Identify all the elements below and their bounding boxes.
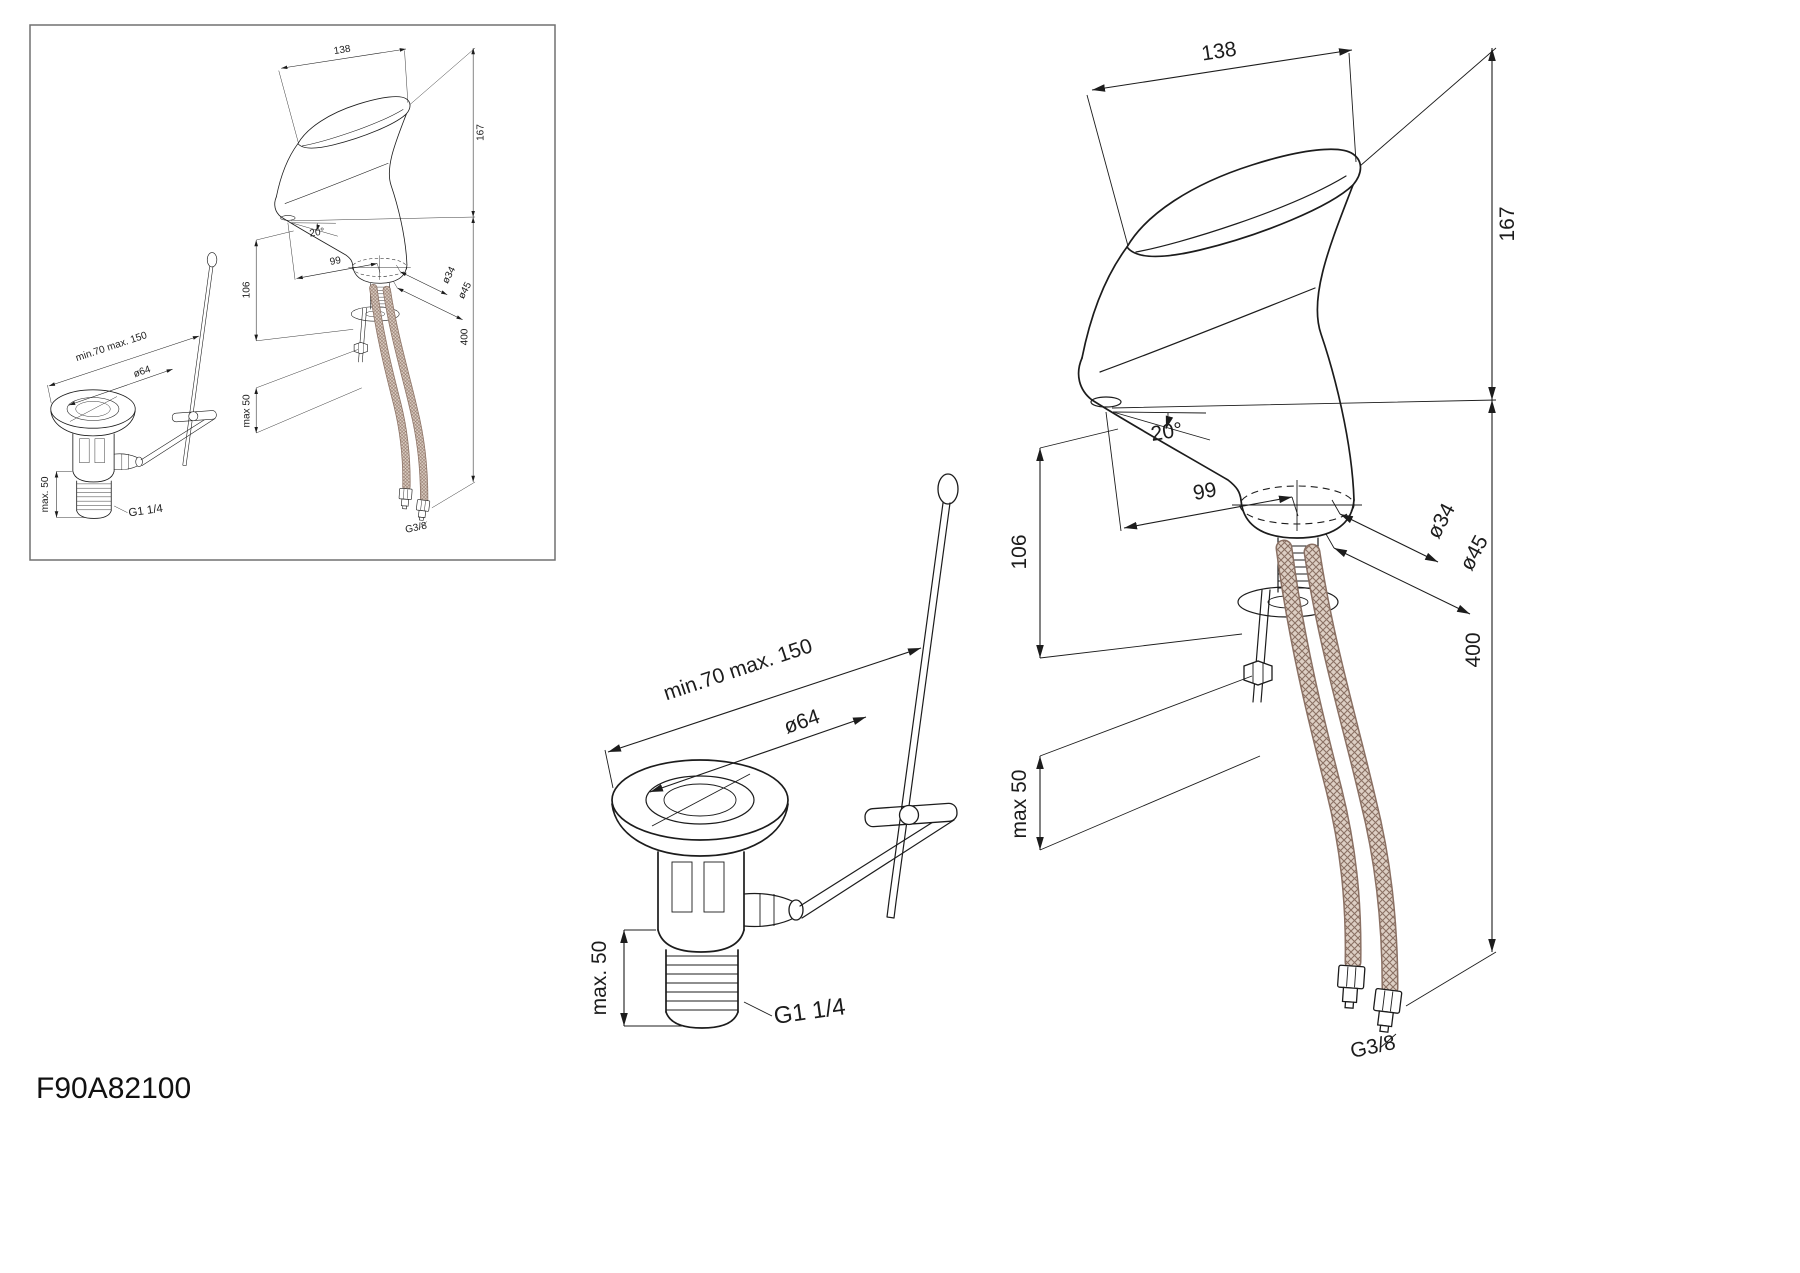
dim-label-d34: ø34 [1423, 499, 1460, 542]
dim-label-height: 167 [1496, 206, 1519, 241]
faucet-spout-face [1077, 357, 1093, 401]
faucet-assembly: 138 167 20° 99 106 max 50 ø34 ø45 400 [1008, 38, 1519, 1063]
hose-nut-left [1336, 964, 1366, 1009]
ext-lines-99 [1105, 411, 1299, 532]
faucet-lever-edge [1135, 175, 1347, 253]
ext-lines-167 [1111, 47, 1497, 409]
dim-label-hose-thread: G3/8 [1348, 1031, 1397, 1063]
dim-line-flange-diameter [649, 716, 867, 793]
dim-line-d34 [1339, 513, 1439, 563]
ext-lines-diameters [1325, 499, 1341, 549]
drain-side-port [743, 892, 795, 928]
pull-rod-knob [937, 473, 959, 505]
dim-label-rod-range: min.70 max. 150 [661, 634, 816, 705]
drain-body-slot-right [703, 861, 725, 913]
faucet-aerator [1090, 396, 1122, 408]
ext-lines-106 [1039, 428, 1243, 659]
faucet-lever-handle [1126, 148, 1362, 258]
dim-label-400: 400 [1462, 632, 1485, 667]
pull-rod [886, 502, 951, 919]
main-drawing: min.70 max. 150 ø64 max. 50 G1 1/4 [588, 38, 1519, 1063]
drain-body-slot-left [671, 861, 693, 913]
faucet-body-crease [1099, 287, 1316, 373]
ext-line [604, 749, 614, 789]
leader-g38 [1379, 1033, 1397, 1049]
drain-side-port-facets [759, 893, 775, 927]
hose-nut-right [1372, 987, 1403, 1033]
dim-label-max50: max 50 [1008, 770, 1031, 839]
product-code: F90A82100 [36, 1072, 191, 1105]
dim-label-d45: ø45 [1456, 532, 1493, 575]
faucet-body-underside [1091, 399, 1242, 501]
dim-label-106: 106 [1008, 534, 1031, 569]
mounting-stud [1252, 589, 1271, 703]
dim-line-d45 [1333, 547, 1471, 615]
mounting-nut [1243, 660, 1273, 686]
drain-plug-ring [663, 783, 737, 817]
dim-label-drain-thread: G1 1/4 [772, 993, 847, 1030]
dim-line-reach [1123, 495, 1293, 530]
inset-overview [29, 24, 556, 561]
drain-thread-bottom [665, 1011, 739, 1029]
faucet-body-back [1316, 184, 1355, 501]
ext-line-400 [1405, 951, 1497, 1007]
leader-line [743, 1001, 773, 1017]
dim-label-angle: 20° [1149, 418, 1184, 446]
drain-side-port-end [788, 899, 804, 921]
drain-flange-lip [611, 803, 789, 857]
dim-line-width [1091, 48, 1353, 92]
drain-body-bottom [657, 929, 745, 953]
faucet-tailpiece-threads [1278, 545, 1318, 589]
drain-thread-lines [666, 955, 738, 1011]
ext-lines-max50 [1039, 675, 1261, 851]
dim-label-drain-max50: max. 50 [588, 941, 611, 1016]
ext-lines [624, 929, 682, 1027]
pull-rod-ball-joint [898, 804, 920, 826]
angle-rays [1112, 411, 1211, 441]
inset-drawing [40, 44, 487, 536]
drain-flange-inner [645, 775, 755, 825]
drain-thread-sides [665, 949, 739, 1013]
hose-left-braid [1277, 541, 1361, 969]
dim-label-reach: 99 [1191, 478, 1218, 505]
drain-flange-outer [611, 759, 789, 841]
inset-border [29, 24, 556, 561]
drain-assembly: min.70 max. 150 ø64 max. 50 G1 1/4 [588, 473, 959, 1030]
dim-label-width: 138 [1200, 38, 1238, 66]
drain-body-sides [657, 851, 745, 931]
hose-right-braid [1305, 545, 1397, 995]
faucet-body-front [1081, 246, 1128, 359]
angle-arc [1165, 412, 1174, 430]
